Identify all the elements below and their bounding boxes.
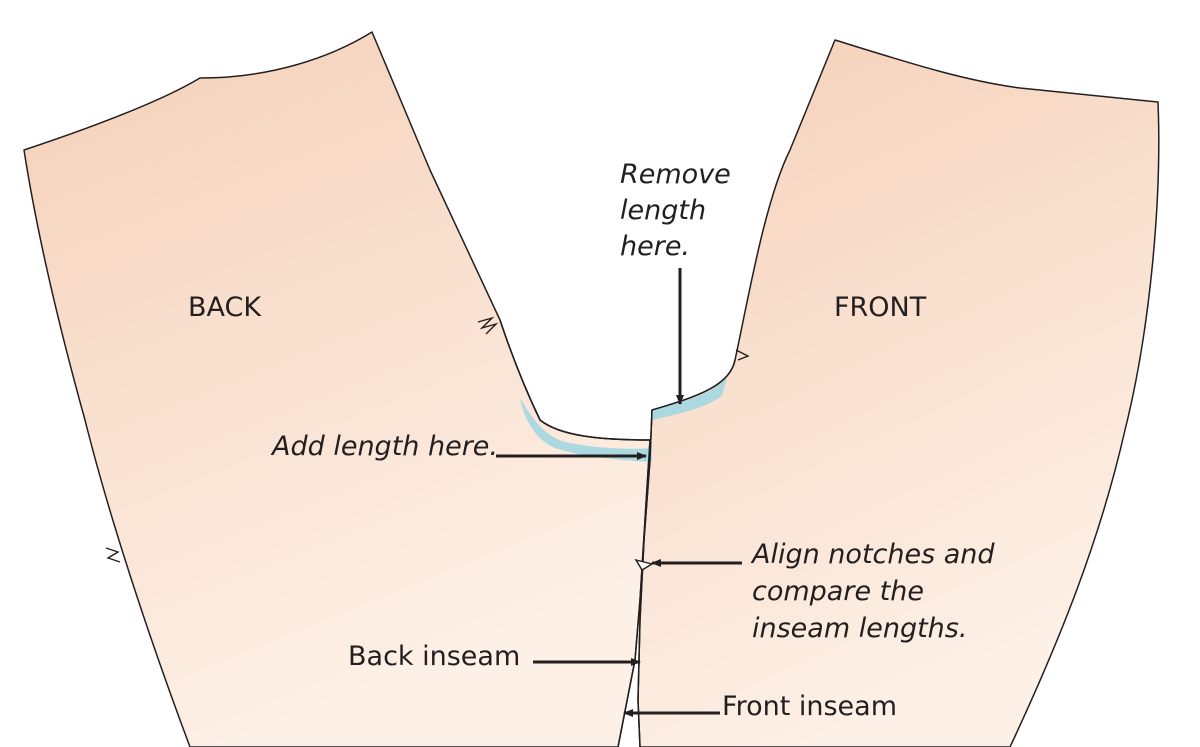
notch-back-upper <box>477 316 499 335</box>
front-crotch-curve <box>651 359 736 411</box>
back-pattern-piece <box>23 31 651 747</box>
label-back: BACK <box>188 292 262 323</box>
label-remove-line1: Remove <box>620 159 731 190</box>
removed-length-front <box>652 374 728 420</box>
label-align-line2: compare the <box>752 576 924 607</box>
added-length-back <box>520 398 652 462</box>
label-remove-line2: length <box>620 195 707 226</box>
notch-front-crotch <box>735 349 750 361</box>
label-back-inseam: Back inseam <box>348 641 521 672</box>
label-front: FRONT <box>834 292 927 323</box>
front-inseam-line <box>637 409 653 747</box>
label-align-line1: Align notches and <box>752 539 995 570</box>
notch-back-lower <box>105 547 121 563</box>
notch-inseam <box>634 558 654 571</box>
label-front-inseam: Front inseam <box>722 691 898 722</box>
front-pattern-piece <box>637 39 1160 747</box>
label-align-line3: inseam lengths. <box>752 613 968 644</box>
back-crotch-curve <box>499 319 651 441</box>
label-remove-line3: here. <box>620 231 691 262</box>
label-add-length: Add length here. <box>272 431 498 462</box>
